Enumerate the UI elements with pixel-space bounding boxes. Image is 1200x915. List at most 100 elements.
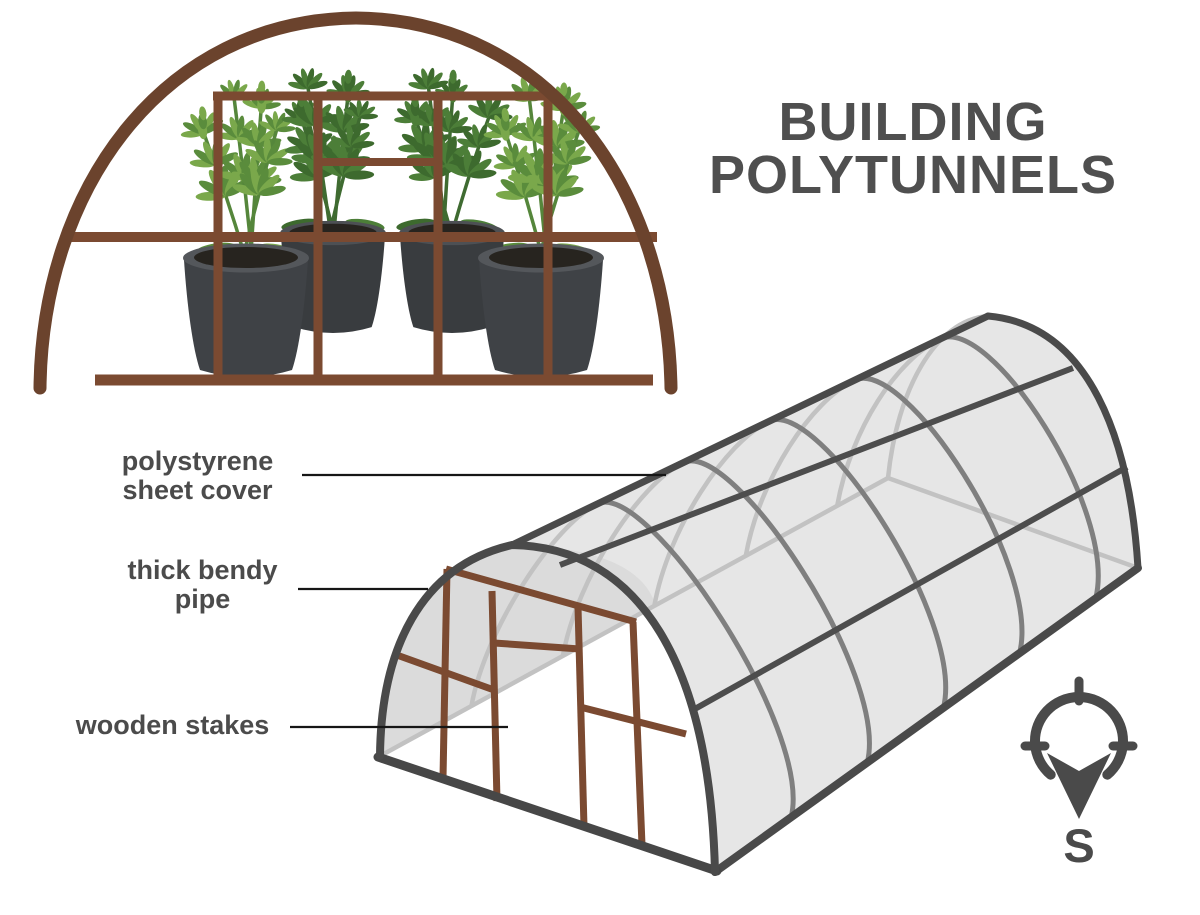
- tunnel-far-arch: [984, 312, 1142, 572]
- page-title: BUILDING POLYTUNNELS: [688, 92, 1138, 205]
- compass-ring: [1030, 692, 1128, 780]
- leaf: [560, 82, 568, 97]
- compass-ticks: [1020, 676, 1138, 751]
- leaf: [359, 100, 369, 118]
- leaf: [235, 136, 259, 147]
- leaf: [428, 72, 443, 89]
- leaf: [468, 104, 490, 118]
- leaf: [468, 150, 482, 176]
- leaf: [258, 185, 286, 197]
- leaf: [449, 69, 457, 84]
- leaf: [351, 141, 375, 149]
- label-polystyrene-sheet-cover: polystyrene sheet cover: [100, 447, 295, 505]
- leaf: [257, 167, 269, 195]
- leaf: [288, 81, 309, 90]
- leaf: [415, 108, 434, 125]
- leaf: [444, 163, 470, 177]
- leaf: [343, 108, 361, 118]
- leaf: [478, 139, 501, 149]
- leaf: [360, 113, 379, 120]
- leaf: [566, 140, 577, 164]
- leaf: [350, 125, 362, 147]
- generated-stroke: [767, 417, 948, 709]
- label-line: pipe: [174, 584, 231, 614]
- label-wooden-stakes: wooden stakes: [55, 711, 290, 740]
- leaf: [242, 99, 262, 109]
- label-line: wooden stakes: [75, 710, 270, 740]
- tunnel-far-left-hoop: [885, 313, 989, 479]
- leaf: [477, 124, 487, 147]
- tunnel-frame-left-rail: [392, 650, 496, 694]
- leaf: [307, 80, 328, 90]
- label-line: polystyrene: [121, 446, 274, 476]
- leaf: [496, 154, 517, 167]
- leaf: [445, 137, 457, 166]
- tunnel-front-frame: [392, 565, 687, 846]
- leaf: [557, 123, 579, 133]
- tunnel-stringer-upper: [558, 365, 1075, 568]
- tunnel-ridge-line: [508, 312, 992, 549]
- label-line: sheet cover: [122, 475, 273, 505]
- leaf: [488, 96, 502, 118]
- leaf: [232, 184, 259, 196]
- leaf: [557, 186, 584, 197]
- leaf: [469, 169, 497, 179]
- leaf: [515, 145, 528, 166]
- leaf: [293, 161, 320, 179]
- leaf: [501, 107, 510, 122]
- leaf: [306, 68, 315, 89]
- tunnel-frame-stake: [488, 590, 501, 802]
- page-title-line-2: POLYTUNNELS: [708, 145, 1118, 205]
- leaf: [410, 118, 434, 127]
- leaf: [344, 69, 352, 84]
- page-title-line-1: BUILDING: [778, 92, 1048, 152]
- leaf: [266, 139, 281, 163]
- tunnel-front-ground-line: [373, 752, 722, 876]
- leaf: [258, 80, 266, 95]
- leaf: [427, 67, 435, 89]
- tunnel-illustration: [373, 312, 1142, 876]
- generated-stroke: [853, 375, 1025, 654]
- leaf: [276, 126, 296, 133]
- leaf: [343, 170, 375, 180]
- leaf: [449, 110, 460, 132]
- leaf: [511, 132, 535, 142]
- leaf: [500, 179, 526, 198]
- plant-pot-front-left: [183, 243, 309, 377]
- leaf: [267, 158, 293, 166]
- tunnel-front-arch-pipe: [376, 540, 719, 876]
- leaf: [193, 149, 216, 166]
- compass-icon: S: [1020, 676, 1138, 872]
- leaf: [532, 116, 542, 140]
- leaf: [245, 148, 268, 163]
- generated-stroke: [939, 334, 1101, 600]
- plant-pot-front-right: [478, 243, 604, 377]
- tunnel-frame-stake: [574, 606, 588, 828]
- tunnel-frame-right-rail: [579, 703, 687, 738]
- leaf: [199, 106, 207, 121]
- leaf: [257, 122, 267, 146]
- leaf: [413, 73, 429, 89]
- leaf: [567, 155, 592, 165]
- compass-south-arrow: [1047, 753, 1111, 819]
- cross-section-wooden-frame: [66, 91, 657, 386]
- leaf: [259, 121, 277, 131]
- leader-lines: [290, 473, 666, 729]
- leaf: [330, 136, 352, 148]
- leaf: [457, 138, 479, 148]
- tunnel-stringer-lower: [691, 464, 1129, 713]
- compass-letter: S: [1063, 819, 1094, 872]
- tunnel-hoops-near-side: [596, 334, 1101, 818]
- tunnel-frame-stake: [629, 621, 646, 846]
- generated-stroke: [682, 458, 872, 764]
- cross-section-arch-pipe: [33, 11, 678, 395]
- tunnel-frame-top-rail: [445, 565, 637, 626]
- leaf: [412, 141, 438, 162]
- leaf: [275, 112, 286, 131]
- label-line: thick bendy: [127, 555, 278, 585]
- tunnel-bottom-edge: [711, 564, 1142, 876]
- cross-section-illustration: [33, 11, 678, 395]
- generated-stroke: [596, 499, 796, 818]
